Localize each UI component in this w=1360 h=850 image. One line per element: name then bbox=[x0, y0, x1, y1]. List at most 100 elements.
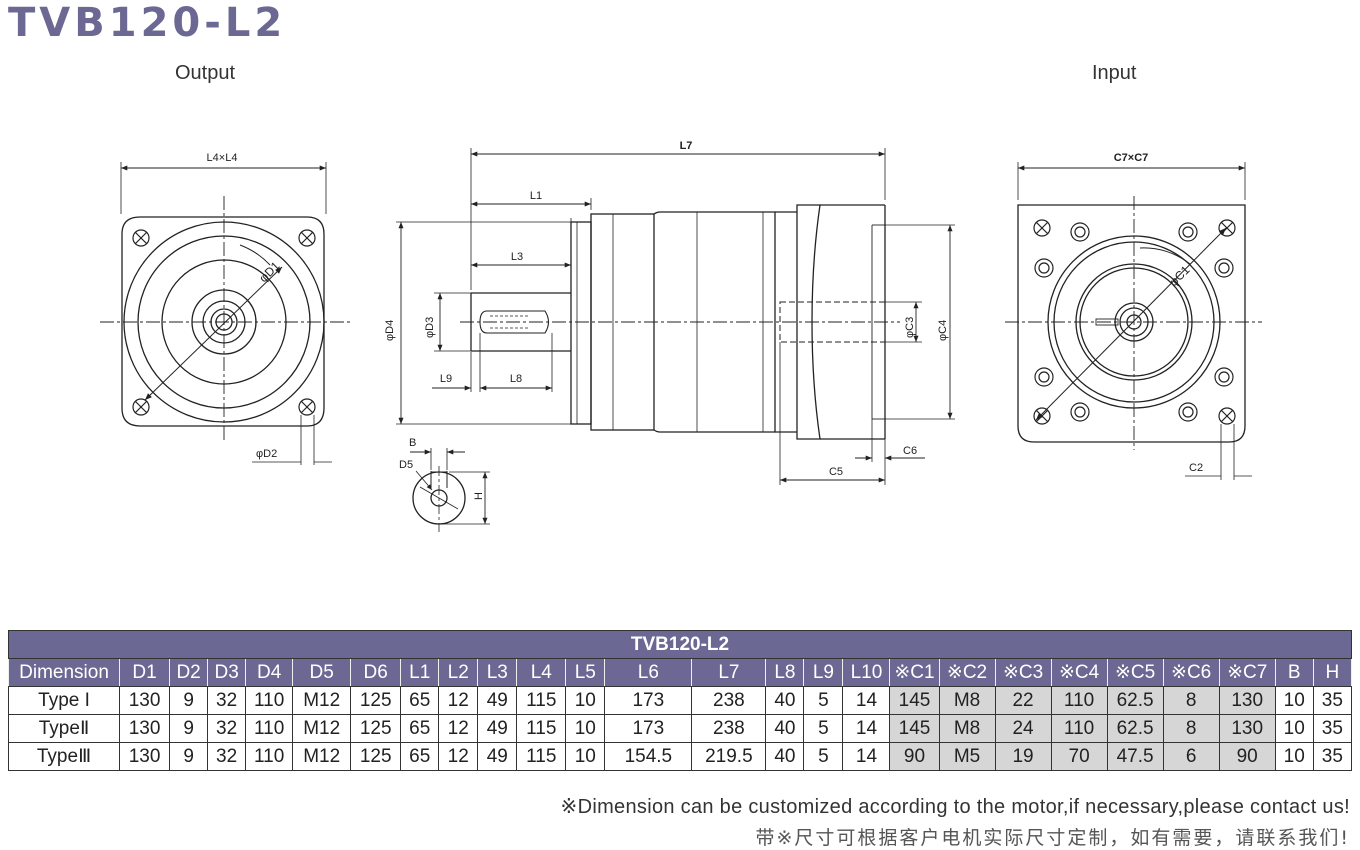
table-cell: 19 bbox=[994, 742, 1052, 771]
table-cell: 9 bbox=[169, 686, 209, 715]
table-cell: 125 bbox=[350, 686, 402, 715]
table-cell: M12 bbox=[292, 742, 352, 771]
header-l10: L10 bbox=[842, 658, 891, 687]
header-d4: D4 bbox=[245, 658, 294, 687]
header-l4: L4 bbox=[516, 658, 567, 687]
table-cell: 130 bbox=[1218, 686, 1276, 715]
d3-label: φD3 bbox=[424, 317, 436, 338]
table-cell: 5 bbox=[803, 742, 844, 771]
table-cell: 65 bbox=[400, 742, 440, 771]
header-d5: D5 bbox=[292, 658, 352, 687]
table-cell: 40 bbox=[765, 714, 805, 743]
table-cell: 125 bbox=[350, 742, 402, 771]
table-cell: 40 bbox=[765, 686, 805, 715]
table-cell: 90 bbox=[889, 742, 940, 771]
table-cell: 49 bbox=[477, 742, 518, 771]
table-cell: 130 bbox=[119, 742, 171, 771]
table-cell: M8 bbox=[938, 714, 996, 743]
header-d3: D3 bbox=[207, 658, 247, 687]
input-view bbox=[1005, 162, 1262, 480]
c7xc7-label: C7×C7 bbox=[1114, 152, 1149, 164]
table-cell: 49 bbox=[477, 714, 518, 743]
output-view-label: Output bbox=[175, 62, 236, 84]
table-cell: 219.5 bbox=[691, 742, 767, 771]
footer-note-english: ※Dimension can be customized according t… bbox=[560, 796, 1350, 818]
table-cell: 173 bbox=[604, 686, 693, 715]
table-cell: 32 bbox=[207, 742, 247, 771]
row-type-label: TypeⅢ bbox=[7, 742, 121, 771]
c6-label: C6 bbox=[903, 445, 917, 457]
c4-label: φC4 bbox=[937, 320, 949, 341]
table-cell: 70 bbox=[1050, 742, 1108, 771]
table-cell: 49 bbox=[477, 686, 518, 715]
table-cell: 65 bbox=[400, 686, 440, 715]
table-cell: 173 bbox=[604, 714, 693, 743]
table-cell: 35 bbox=[1312, 714, 1353, 743]
table-cell: M5 bbox=[938, 742, 996, 771]
header-custom-c6: ※C6 bbox=[1162, 658, 1220, 687]
table-cell: 145 bbox=[889, 714, 940, 743]
table-cell: 5 bbox=[803, 686, 844, 715]
l4xl4-label: L4×L4 bbox=[207, 152, 238, 164]
table-cell: 110 bbox=[1050, 714, 1108, 743]
c5-label: C5 bbox=[829, 466, 843, 478]
table-cell: 65 bbox=[400, 714, 440, 743]
header-b: B bbox=[1274, 658, 1314, 687]
table-cell: 125 bbox=[350, 714, 402, 743]
table-cell: 22 bbox=[994, 686, 1052, 715]
table-cell: 14 bbox=[842, 742, 891, 771]
header-d1: D1 bbox=[119, 658, 171, 687]
table-cell: 35 bbox=[1312, 742, 1353, 771]
table-cell: 115 bbox=[516, 714, 567, 743]
l3-label: L3 bbox=[511, 251, 523, 263]
table-cell: 62.5 bbox=[1106, 714, 1164, 743]
header-d6: D6 bbox=[350, 658, 402, 687]
output-view bbox=[100, 162, 352, 465]
header-custom-c4: ※C4 bbox=[1050, 658, 1108, 687]
d1-label: φD1 bbox=[256, 259, 282, 285]
header-l1: L1 bbox=[400, 658, 440, 687]
table-cell: 14 bbox=[842, 686, 891, 715]
header-h: H bbox=[1312, 658, 1353, 687]
table-cell: 5 bbox=[803, 714, 844, 743]
table-cell: M12 bbox=[292, 686, 352, 715]
table-cell: 9 bbox=[169, 714, 209, 743]
header-l5: L5 bbox=[565, 658, 606, 687]
table-cell: 90 bbox=[1218, 742, 1276, 771]
d5-label: D5 bbox=[399, 459, 413, 471]
d2-label: φD2 bbox=[256, 448, 277, 460]
table-cell: 40 bbox=[765, 742, 805, 771]
table-cell: 10 bbox=[1274, 714, 1314, 743]
mounting-hole bbox=[132, 229, 316, 416]
table-cell: 145 bbox=[889, 686, 940, 715]
header-l6: L6 bbox=[604, 658, 693, 687]
footer-note-chinese: 带※尺寸可根据客户电机实际尺寸定制，如有需要，请联系我们! bbox=[755, 827, 1350, 849]
header-l9: L9 bbox=[803, 658, 844, 687]
header-custom-c1: ※C1 bbox=[889, 658, 940, 687]
table-cell: 24 bbox=[994, 714, 1052, 743]
table-cell: 154.5 bbox=[604, 742, 693, 771]
l7-label: L7 bbox=[680, 140, 693, 152]
table-cell: 110 bbox=[245, 686, 294, 715]
page-title: TVB120-L2 bbox=[8, 0, 287, 46]
row-type-label: TypeⅡ bbox=[7, 714, 121, 743]
table-cell: 32 bbox=[207, 714, 247, 743]
table-cell: 110 bbox=[245, 714, 294, 743]
h-label: H bbox=[473, 492, 485, 500]
header-custom-c3: ※C3 bbox=[994, 658, 1052, 687]
table-cell: 10 bbox=[1274, 686, 1314, 715]
header-l8: L8 bbox=[765, 658, 805, 687]
table-cell: 110 bbox=[1050, 686, 1108, 715]
header-custom-c2: ※C2 bbox=[938, 658, 996, 687]
header-custom-c5: ※C5 bbox=[1106, 658, 1164, 687]
table-cell: 47.5 bbox=[1106, 742, 1164, 771]
b-label: B bbox=[409, 437, 416, 449]
table-cell: 10 bbox=[565, 742, 606, 771]
table-cell: 130 bbox=[1218, 714, 1276, 743]
c2-label: C2 bbox=[1189, 462, 1203, 474]
table-cell: 115 bbox=[516, 742, 567, 771]
